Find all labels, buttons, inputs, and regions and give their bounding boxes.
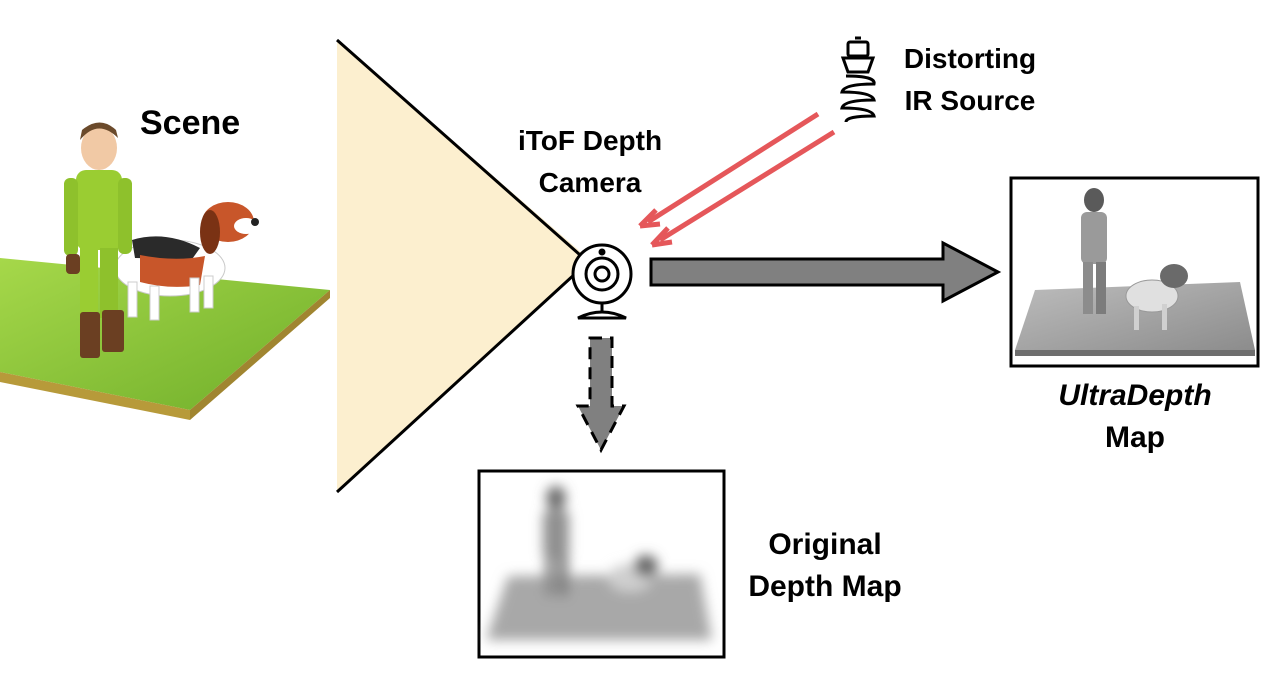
camera-field-of-view xyxy=(337,40,590,492)
ir-source-label: Distorting IR Source xyxy=(880,38,1060,122)
ultradepth-arrow xyxy=(649,240,1002,304)
camera-label: iToF Depth Camera xyxy=(490,120,690,204)
cfl-bulb-icon xyxy=(840,36,876,123)
scene-illustration xyxy=(0,122,330,420)
scene-label: Scene xyxy=(140,102,240,144)
webcam-icon xyxy=(571,243,633,320)
ultradepth-map-label-line2: Map xyxy=(1105,421,1165,454)
frustum-edge-top xyxy=(336,38,589,264)
original-depth-arrow xyxy=(575,336,627,454)
ir-interference-arrows xyxy=(638,111,836,248)
ultradepth-map-panel xyxy=(1009,176,1260,368)
ultradepth-map-label: UltraDepth Map xyxy=(1030,375,1240,459)
ultradepth-map-label-line1: UltraDepth xyxy=(1058,379,1212,412)
original-depth-map-panel xyxy=(477,469,726,659)
original-depth-map-label-line1: Original xyxy=(768,528,882,561)
boy-figure xyxy=(64,122,132,358)
frustum-edge-bottom xyxy=(335,260,590,494)
original-depth-map-label-line2: Depth Map xyxy=(748,570,902,603)
camera-label-line1: iToF Depth xyxy=(517,125,663,156)
ir-source-label-line1: Distorting xyxy=(903,43,1037,74)
camera-label-line2: Camera xyxy=(538,167,642,198)
scene-label-text: Scene xyxy=(140,104,241,142)
platform-edge xyxy=(0,372,190,420)
ir-source-label-line2: IR Source xyxy=(904,85,1036,116)
original-depth-map-label: Original Depth Map xyxy=(725,524,925,608)
